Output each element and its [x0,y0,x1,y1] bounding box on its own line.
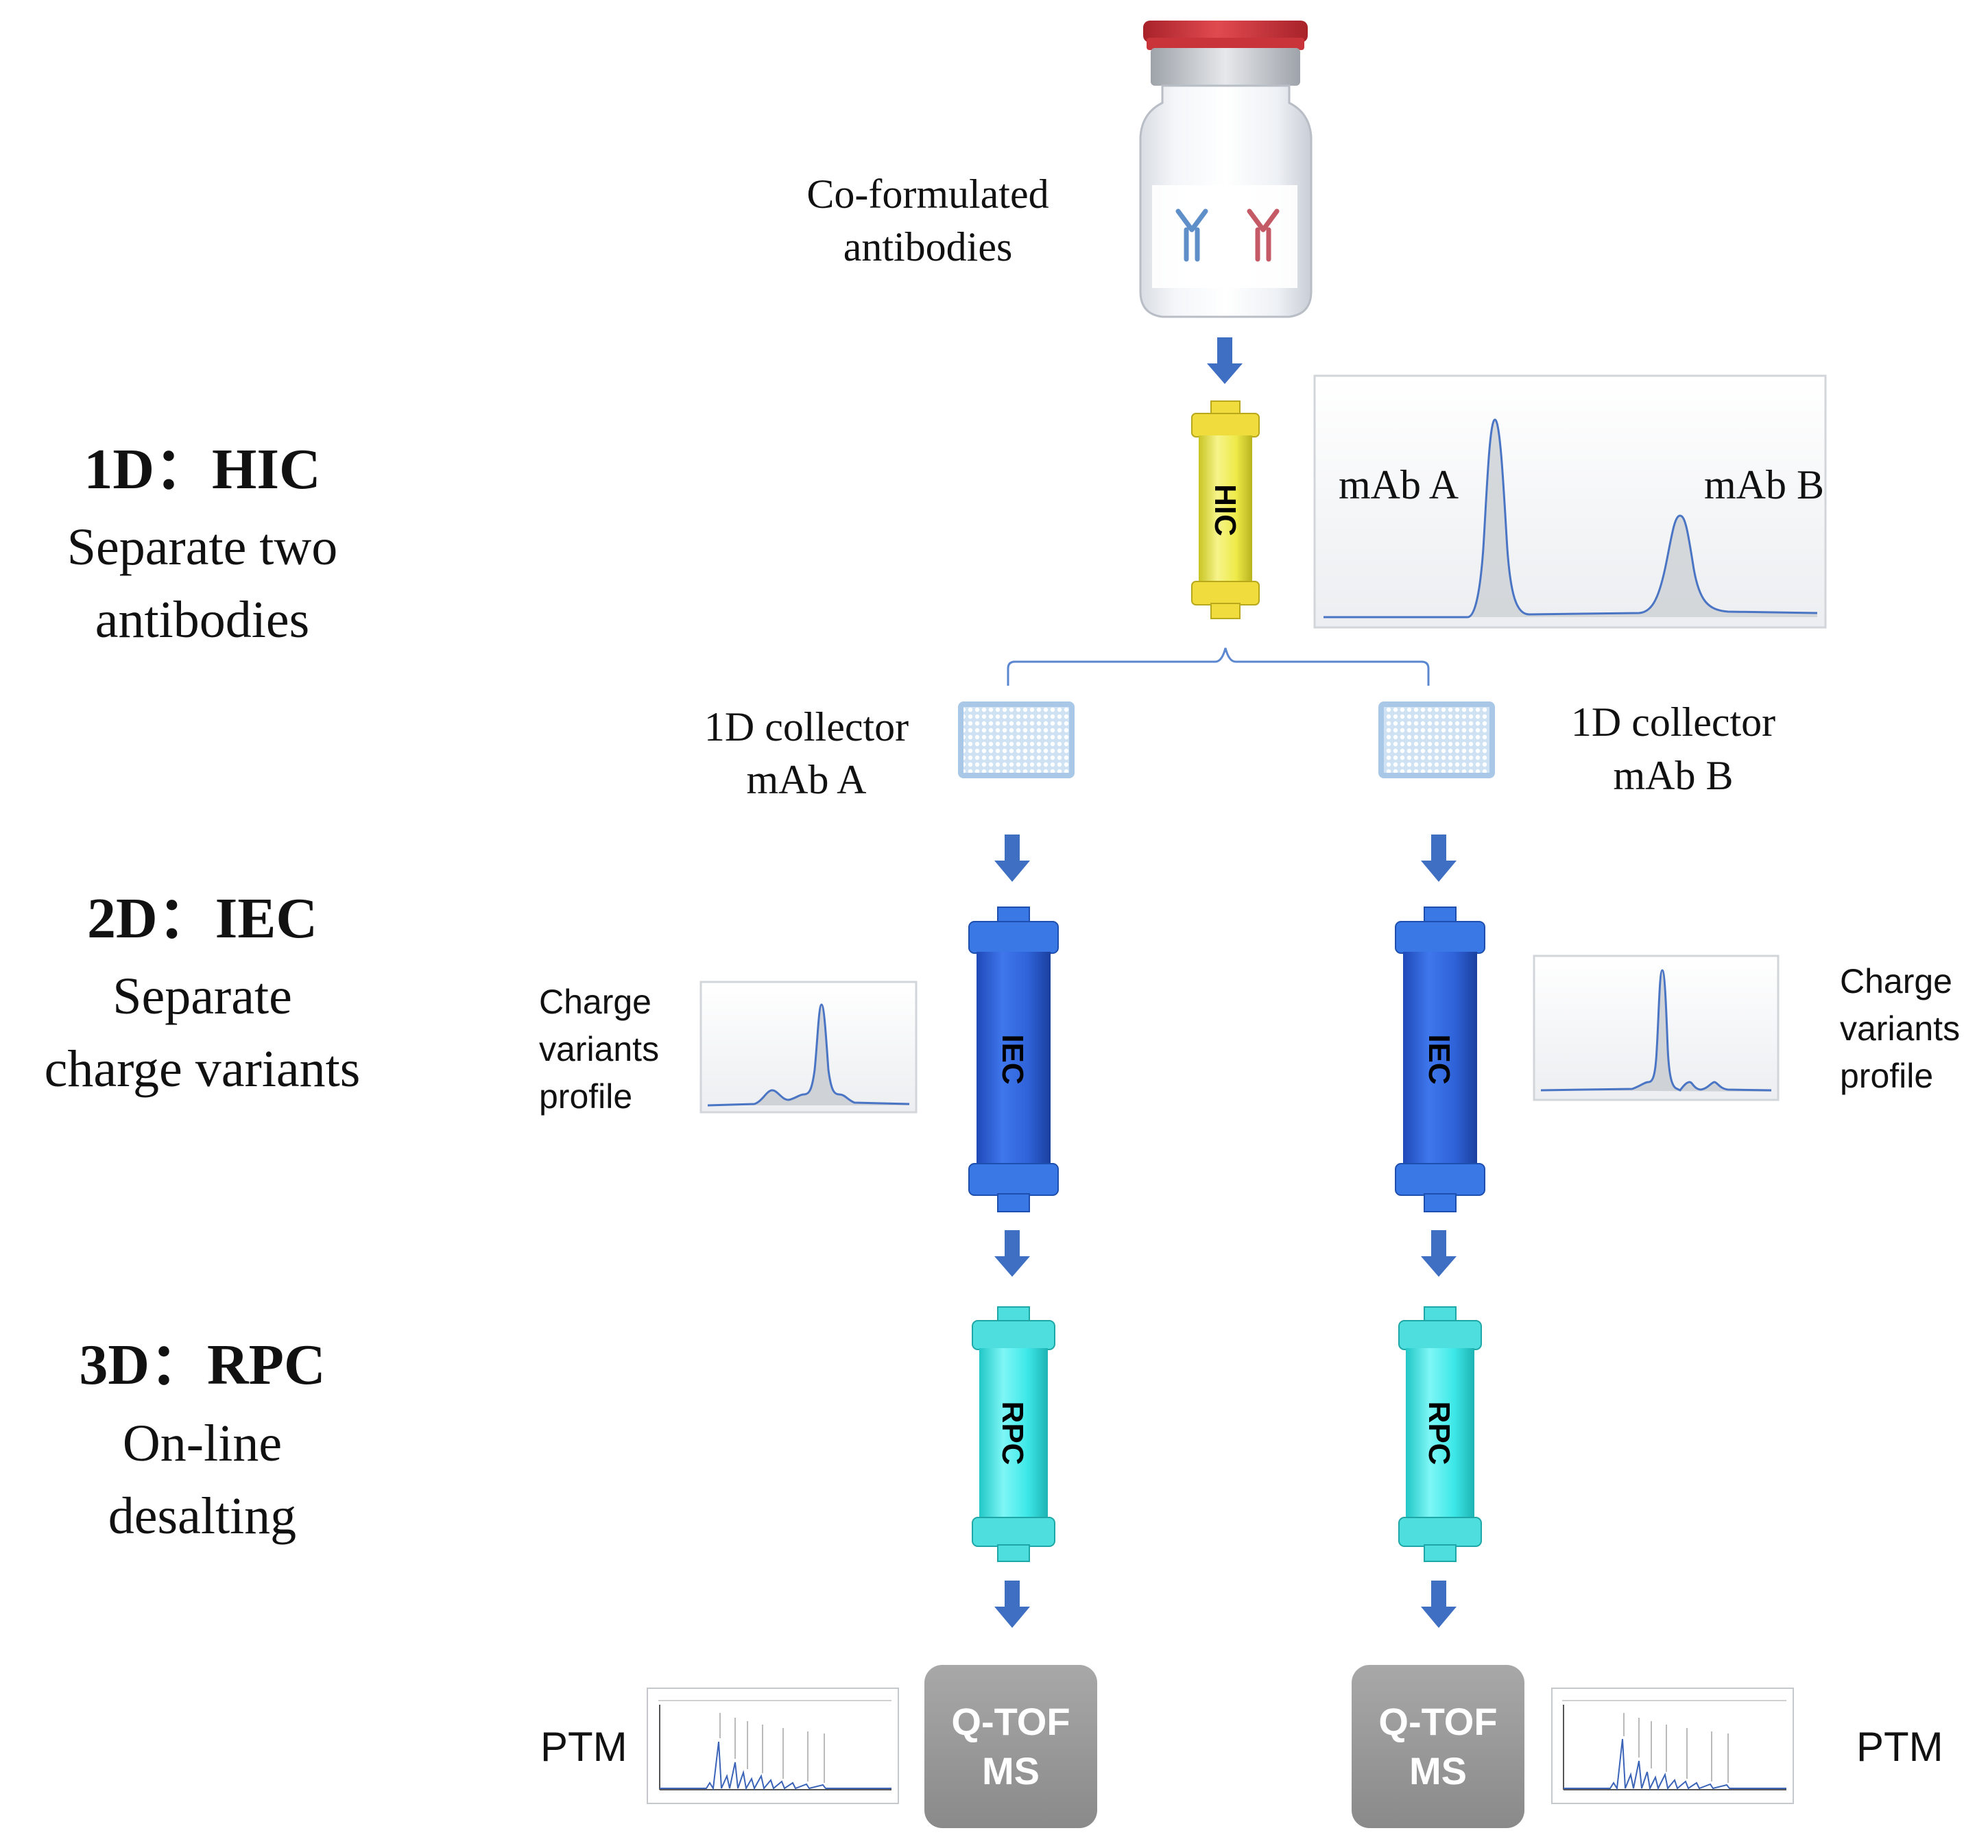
hic-chromatogram: mAb A mAb B [1313,374,1827,629]
charge-profile-b-label-line2: variants [1840,1009,1960,1048]
stage-1d-desc-line1: Separate two [67,518,338,576]
ptm-label-b: PTM [1856,1724,1943,1770]
arrow-vial-to-hic [1207,337,1243,384]
collector-b-label: 1D collector mAb B [1571,699,1775,798]
vial-label-line1: Co-formulated [806,171,1049,217]
stage-3d-desc-line2: desalting [108,1487,296,1545]
charge-profile-a [699,981,918,1114]
stage-3d-desc-line1: On-line [123,1415,282,1472]
rpc-column-a-label: RPC [996,1402,1029,1465]
iec-column-b: IEC [1395,907,1485,1212]
collector-a-label: 1D collector mAb A [704,704,909,802]
stage-3d-title: 3D：RPC [79,1333,325,1397]
arrow-rpc-a-to-ms [994,1581,1030,1628]
qtof-ms-a: Q-TOF MS [924,1665,1097,1828]
stage-1d-desc-line2: antibodies [95,591,309,649]
iec-column-b-label: IEC [1422,1034,1456,1084]
ptm-spectrum-b [1551,1688,1794,1804]
charge-profile-b-label-line3: profile [1840,1057,1933,1095]
rpc-column-b-label: RPC [1422,1402,1456,1465]
rpc-column-b: RPC [1398,1306,1482,1562]
arrow-collector-b-to-iec [1421,835,1457,882]
stage-2d-title: 2D：IEC [87,887,318,950]
charge-profile-a-label-line2: variants [539,1030,659,1068]
charge-profile-b [1533,955,1780,1101]
arrow-rpc-b-to-ms [1421,1581,1457,1628]
split-bracket [1007,647,1430,686]
arrow-iec-b-to-rpc [1421,1230,1457,1277]
iec-column-a: IEC [968,907,1059,1212]
collector-a-label-line1: 1D collector [704,704,909,749]
qtof-ms-b-line2: MS [1409,1749,1467,1792]
stage-2d-label: 2D：IEC Separate charge variants [45,887,361,1098]
collector-b-label-line1: 1D collector [1571,699,1775,745]
hic-column-label: HIC [1208,484,1242,536]
collector-plate-a [958,701,1075,778]
stage-1d-title: 1D：HIC [84,437,320,501]
vial-label: Co-formulated antibodies [806,171,1049,269]
charge-profile-b-label-line1: Charge [1840,962,1952,1000]
qtof-ms-b-line1: Q-TOF [1378,1700,1497,1743]
charge-profile-a-label-line1: Charge [539,983,651,1021]
stage-1d-label: 1D：HIC Separate two antibodies [67,437,338,649]
charge-profile-b-label: Charge variants profile [1840,962,1960,1095]
antibody-a-icon [1175,208,1208,262]
collector-plate-b [1378,701,1495,778]
charge-profile-a-label: Charge variants profile [539,983,659,1116]
collector-a-label-line2: mAb A [746,757,866,802]
stage-2d-desc-line2: charge variants [45,1040,361,1098]
arrow-collector-a-to-iec [994,835,1030,882]
qtof-ms-a-line2: MS [982,1749,1040,1792]
stage-2d-desc-line1: Separate [112,968,292,1025]
collector-b-label-line2: mAb B [1613,753,1733,798]
arrow-iec-a-to-rpc [994,1230,1030,1277]
ptm-label-a: PTM [540,1724,627,1770]
stage-3d-label: 3D：RPC On-line desalting [79,1333,325,1545]
qtof-ms-b: Q-TOF MS [1352,1665,1524,1828]
peak-label-mab-a: mAb A [1339,462,1459,507]
peak-label-mab-b: mAb B [1704,462,1824,507]
qtof-ms-a-line1: Q-TOF [951,1700,1070,1743]
ptm-spectrum-a [647,1688,899,1804]
charge-profile-a-label-line3: profile [539,1077,632,1116]
vial-label-line2: antibodies [843,224,1013,269]
vial-icon [1139,21,1313,318]
antibody-b-icon [1247,208,1280,262]
hic-column: HIC [1191,400,1260,619]
rpc-column-a: RPC [972,1306,1055,1562]
iec-column-a-label: IEC [996,1034,1029,1084]
